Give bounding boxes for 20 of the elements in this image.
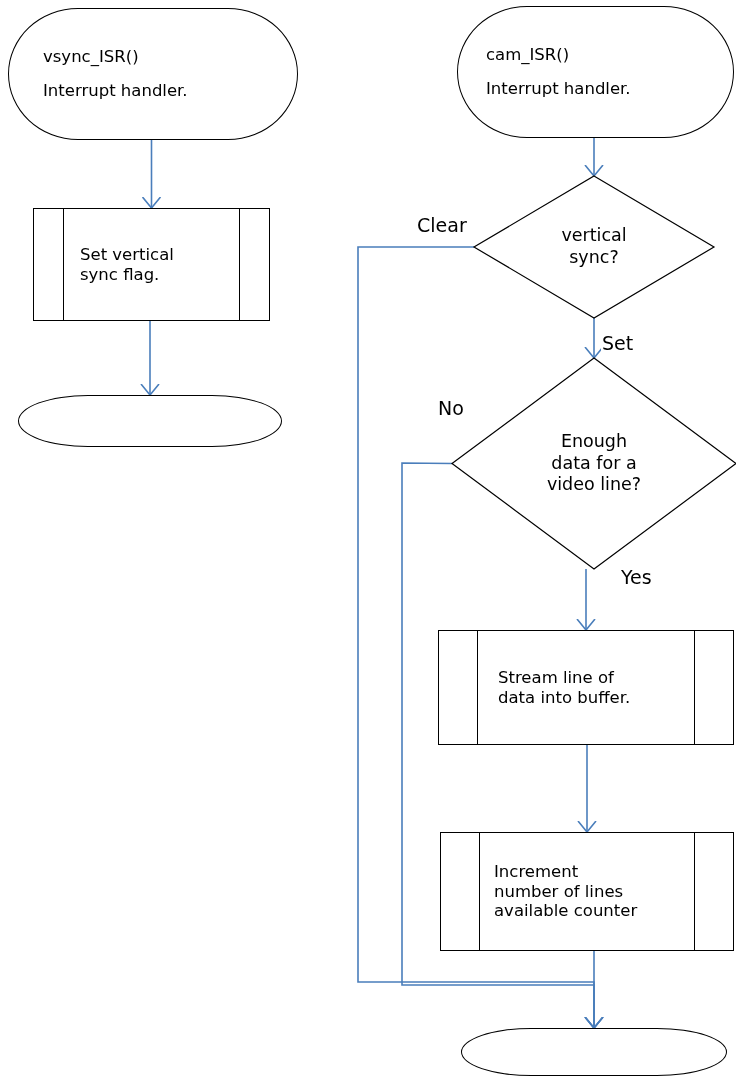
flow-arrow (584, 137, 604, 177)
node-text: Enough data for a video line? (545, 430, 643, 497)
node-text: Interrupt handler. (43, 81, 189, 101)
subroutine-box (440, 832, 734, 951)
flow-arrow (577, 744, 597, 833)
node-text: Increment number of lines available counter (494, 861, 639, 922)
node-text: vsync_ISR() (43, 47, 140, 67)
node-text: Interrupt handler. (486, 79, 632, 99)
flow-arrow (140, 320, 160, 396)
edge-label: Set (601, 333, 635, 354)
decision-diamond (474, 176, 714, 318)
node-text: cam_ISR() (486, 45, 571, 65)
flow-arrow (401, 462, 604, 1029)
flow-arrow (576, 568, 596, 631)
node-text: Set vertical sync flag. (80, 244, 175, 285)
node-text: Stream line of data into buffer. (498, 667, 632, 708)
subroutine-box (438, 630, 734, 745)
subroutine-box (33, 208, 270, 321)
node-text: vertical sync? (560, 225, 628, 269)
flow-arrow (141, 139, 162, 209)
